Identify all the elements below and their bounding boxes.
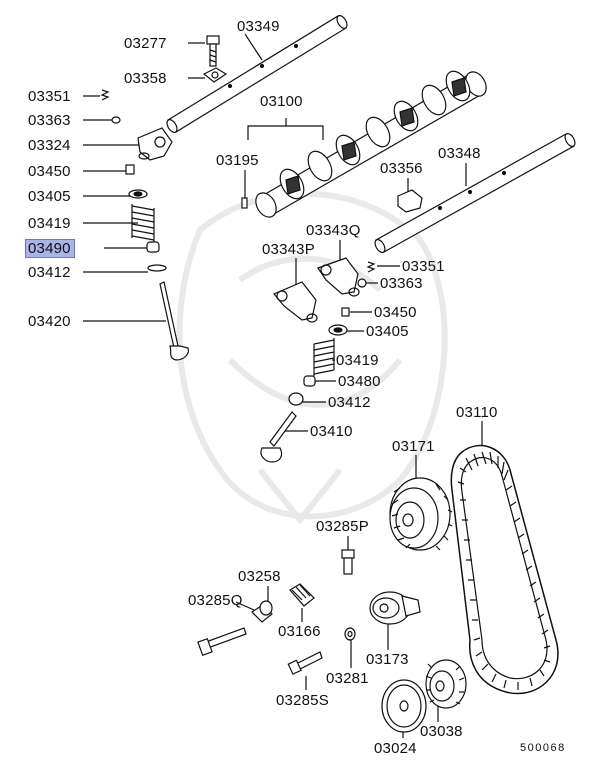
label-03490-highlighted[interactable]: 03490 bbox=[25, 239, 75, 258]
rocker-arm-03343p bbox=[273, 281, 318, 323]
label-03363-left[interactable]: 03363 bbox=[28, 112, 71, 129]
label-03285s[interactable]: 03285S bbox=[276, 692, 329, 709]
label-03258[interactable]: 03258 bbox=[238, 568, 281, 585]
washer-03281 bbox=[344, 627, 356, 641]
retainer-03405-right bbox=[328, 324, 348, 336]
nut-03363-right bbox=[357, 278, 367, 288]
label-03343q[interactable]: 03343Q bbox=[306, 222, 361, 239]
label-03405-left[interactable]: 03405 bbox=[28, 188, 71, 205]
label-03277[interactable]: 03277 bbox=[124, 35, 167, 52]
label-03285q[interactable]: 03285Q bbox=[188, 592, 243, 609]
adjuster-03450-right bbox=[341, 307, 350, 317]
label-03358[interactable]: 03358 bbox=[124, 70, 167, 87]
label-03348[interactable]: 03348 bbox=[438, 145, 481, 162]
watermark-logo bbox=[176, 190, 448, 525]
label-03173[interactable]: 03173 bbox=[366, 651, 409, 668]
label-03324[interactable]: 03324 bbox=[28, 137, 71, 154]
label-03405-right[interactable]: 03405 bbox=[366, 323, 409, 340]
label-03450-left[interactable]: 03450 bbox=[28, 163, 71, 180]
figure-code: 500068 bbox=[520, 742, 566, 754]
stem-seal-03480 bbox=[303, 375, 316, 387]
label-03419-left[interactable]: 03419 bbox=[28, 215, 71, 232]
valve-03410 bbox=[260, 411, 297, 463]
label-03195[interactable]: 03195 bbox=[216, 152, 259, 169]
flange-03024 bbox=[381, 679, 427, 733]
label-03412-right[interactable]: 03412 bbox=[328, 394, 371, 411]
label-03038[interactable]: 03038 bbox=[420, 723, 463, 740]
adjuster-03450-left bbox=[125, 164, 135, 175]
label-03349[interactable]: 03349 bbox=[237, 18, 280, 35]
label-03166[interactable]: 03166 bbox=[278, 623, 321, 640]
spring-03351-left bbox=[100, 89, 110, 101]
label-03419-right[interactable]: 03419 bbox=[336, 352, 379, 369]
label-03420[interactable]: 03420 bbox=[28, 313, 71, 330]
valve-spring-03419-right bbox=[313, 338, 335, 376]
label-03024[interactable]: 03024 bbox=[374, 740, 417, 757]
rocker-arm-03324 bbox=[137, 127, 173, 161]
stem-seal-03490 bbox=[146, 241, 160, 253]
bracket-03358 bbox=[202, 67, 228, 83]
rocker-shaft-lower bbox=[374, 133, 576, 253]
spacer-03258 bbox=[251, 600, 273, 623]
bolt-03285p bbox=[341, 549, 355, 575]
label-03450-right[interactable]: 03450 bbox=[374, 304, 417, 321]
label-03281[interactable]: 03281 bbox=[326, 670, 369, 687]
tensioner-spring-03166 bbox=[289, 583, 315, 607]
nut-03363-left bbox=[111, 116, 121, 124]
camshaft-03100 bbox=[255, 70, 487, 218]
spring-03351-right bbox=[366, 261, 376, 273]
timing-belt-03110 bbox=[450, 444, 559, 695]
bolt-03285q bbox=[197, 627, 247, 657]
tensioner-03173 bbox=[369, 591, 421, 625]
label-03410[interactable]: 03410 bbox=[310, 423, 353, 440]
bolt-03285s bbox=[287, 651, 323, 675]
valve-spring-03419-left bbox=[131, 204, 155, 242]
label-03100[interactable]: 03100 bbox=[260, 93, 303, 110]
label-03480[interactable]: 03480 bbox=[338, 373, 381, 390]
pin-03195 bbox=[241, 197, 248, 209]
bracket-03356 bbox=[397, 189, 423, 213]
label-03351-left[interactable]: 03351 bbox=[28, 88, 71, 105]
sprocket-03171 bbox=[389, 477, 453, 551]
label-03356[interactable]: 03356 bbox=[380, 160, 423, 177]
label-03412-left[interactable]: 03412 bbox=[28, 264, 71, 281]
label-03363-right[interactable]: 03363 bbox=[380, 275, 423, 292]
label-03285p[interactable]: 03285P bbox=[316, 518, 369, 535]
bolt-03277 bbox=[206, 35, 220, 67]
label-03343p[interactable]: 03343P bbox=[262, 241, 315, 258]
label-03171[interactable]: 03171 bbox=[392, 438, 435, 455]
valve-03420 bbox=[159, 281, 189, 361]
retainer-03405-left bbox=[128, 189, 148, 199]
seat-03412-right bbox=[288, 392, 304, 406]
rocker-shaft-upper bbox=[166, 15, 348, 133]
rocker-arm-03343q bbox=[317, 257, 360, 297]
label-03110[interactable]: 03110 bbox=[456, 404, 498, 421]
crank-sprocket-03038 bbox=[425, 659, 467, 709]
seat-03412-left bbox=[147, 264, 167, 272]
label-03351-right[interactable]: 03351 bbox=[402, 258, 445, 275]
